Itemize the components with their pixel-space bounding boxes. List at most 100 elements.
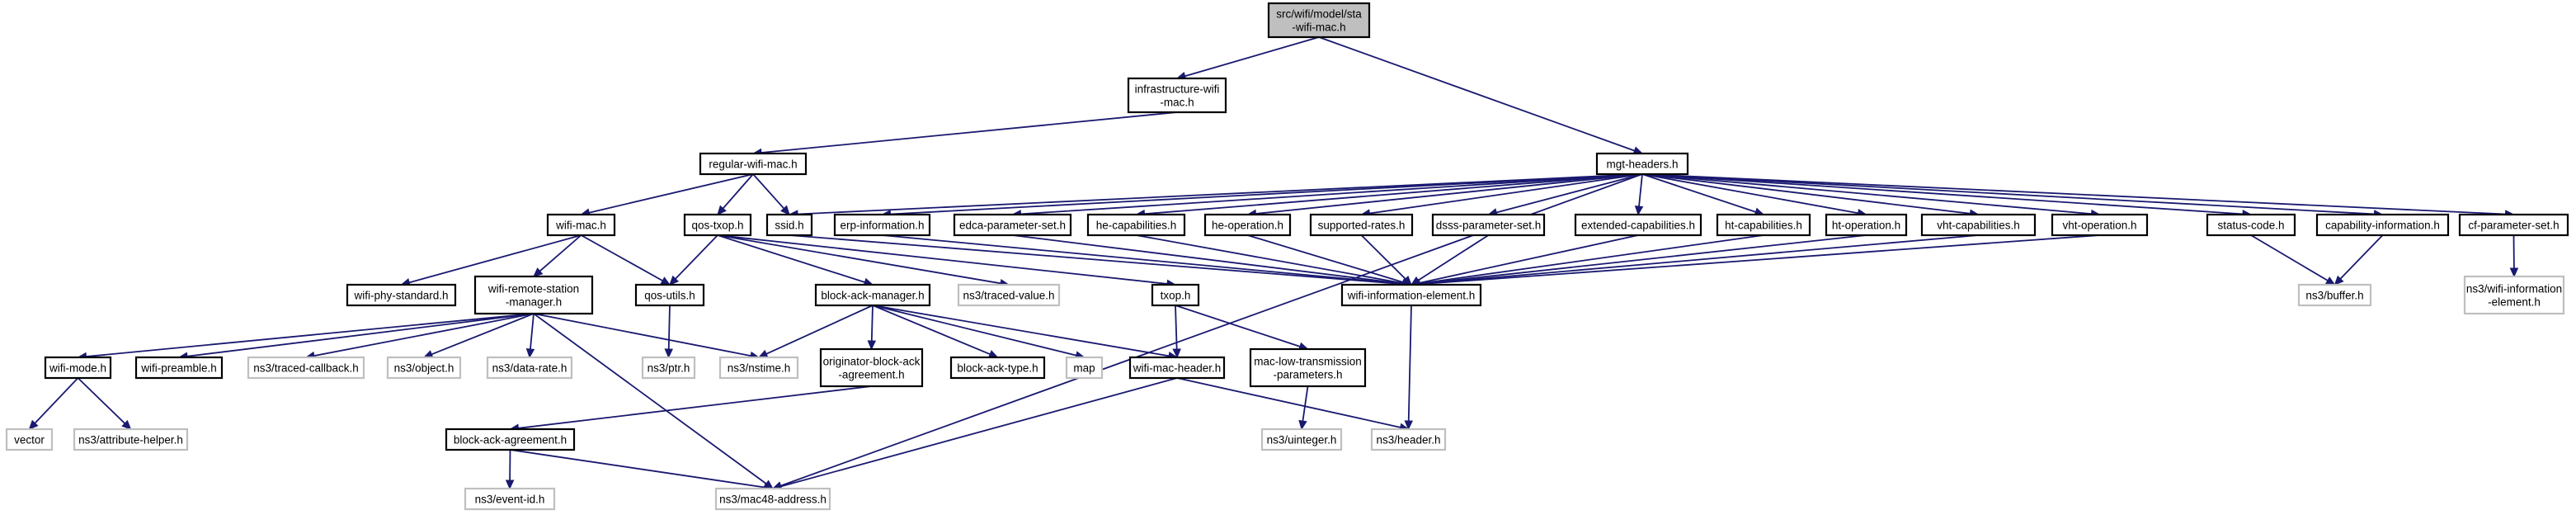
edge-remote-to-object bbox=[431, 313, 535, 356]
node-ssid-box bbox=[765, 213, 813, 237]
edge-machdr-to-mac48 bbox=[780, 377, 1178, 488]
node-map: map bbox=[1065, 356, 1104, 380]
arrowhead-wifimode-to-attrhelper bbox=[121, 419, 132, 430]
node-qostxop-box bbox=[683, 213, 752, 237]
node-heop-label: he-operation.h bbox=[1212, 220, 1283, 232]
edge-wie-to-header bbox=[1407, 305, 1412, 422]
node-wie[interactable]: wifi-information-element.h bbox=[1340, 283, 1482, 307]
node-edca[interactable]: edca-parameter-set.h bbox=[953, 213, 1072, 237]
edge-remote-to-wifimode bbox=[86, 313, 535, 357]
arrowhead-wifimac-to-qosutils bbox=[660, 276, 671, 286]
node-tracedcb-box bbox=[247, 356, 365, 380]
node-status-label: status-code.h bbox=[2217, 220, 2284, 232]
arrowhead-suprates-to-wie bbox=[1401, 275, 1412, 286]
node-capinfo-box bbox=[2315, 213, 2450, 237]
node-mgt[interactable]: mgt-headers.h bbox=[1595, 152, 1689, 176]
edge-infra-to-regular bbox=[761, 111, 1178, 154]
node-infra-label: -mac.h bbox=[1160, 97, 1194, 109]
edge-txop-to-maclow bbox=[1175, 305, 1301, 347]
node-ptr-label: ns3/ptr.h bbox=[648, 362, 690, 375]
edge-remote-to-preamble bbox=[186, 313, 535, 357]
node-htop[interactable]: ht-operation.h bbox=[1825, 213, 1908, 237]
node-erp-label: erp-information.h bbox=[840, 220, 924, 232]
node-uinteger-label: ns3/uinteger.h bbox=[1267, 434, 1337, 446]
node-buffer-label: ns3/buffer.h bbox=[2305, 290, 2363, 302]
arrowhead-regular-to-ssid bbox=[780, 205, 790, 215]
node-obaa-label: -agreement.h bbox=[838, 369, 904, 381]
node-header-label: ns3/header.h bbox=[1376, 434, 1440, 446]
node-hecap[interactable]: he-capabilities.h bbox=[1086, 213, 1186, 237]
node-qostxop[interactable]: qos-txop.h bbox=[683, 213, 752, 237]
edge-qosutils-to-ptr bbox=[667, 305, 671, 350]
node-edca-label: edca-parameter-set.h bbox=[959, 220, 1066, 232]
node-wie-box bbox=[1340, 283, 1482, 307]
node-htcap[interactable]: ht-capabilities.h bbox=[1716, 213, 1811, 237]
edge-sta-to-infra bbox=[1184, 36, 1320, 78]
node-capinfo[interactable]: capability-information.h bbox=[2315, 213, 2450, 237]
node-erp-box bbox=[833, 213, 931, 237]
node-map-label: map bbox=[1073, 362, 1095, 375]
edge-qostxop-to-bam bbox=[717, 234, 865, 283]
edge-mgt-to-capinfo bbox=[1641, 173, 2375, 215]
node-phystd[interactable]: wifi-phy-standard.h bbox=[346, 283, 457, 307]
node-eventid-label: ns3/event-id.h bbox=[475, 494, 545, 506]
node-dsss[interactable]: dsss-parameter-set.h bbox=[1431, 213, 1546, 237]
node-extcap-box bbox=[1574, 213, 1702, 237]
node-regular[interactable]: regular-wifi-mac.h bbox=[699, 152, 808, 176]
node-cfparam[interactable]: cf-parameter-set.h bbox=[2458, 213, 2569, 237]
node-batype-label: block-ack-type.h bbox=[957, 362, 1038, 375]
arrowhead-bam-to-obaa bbox=[867, 340, 877, 351]
node-maclow[interactable]: mac-low-transmission-parameters.h bbox=[1249, 347, 1367, 388]
edge-remote-to-nstime bbox=[533, 313, 751, 357]
edge-mgt-to-vhtcap bbox=[1641, 173, 1971, 215]
edge-sta-to-mgt bbox=[1318, 36, 1635, 152]
node-heop[interactable]: he-operation.h bbox=[1203, 213, 1292, 237]
node-remote[interactable]: wifi-remote-station-manager.h bbox=[473, 275, 594, 315]
node-wifimode[interactable]: wifi-mode.h bbox=[44, 356, 112, 380]
node-dsss-label: dsss-parameter-set.h bbox=[1436, 220, 1542, 232]
node-suprates[interactable]: supported-rates.h bbox=[1309, 213, 1414, 237]
node-sta[interactable]: src/wifi/model/sta-wifi-mac.h bbox=[1267, 2, 1371, 39]
node-edca-box bbox=[953, 213, 1072, 237]
node-buffer-box bbox=[2297, 283, 2372, 307]
node-preamble-box bbox=[134, 356, 224, 380]
edge-heop-to-wie bbox=[1247, 234, 1404, 283]
node-mac48-label: ns3/mac48-address.h bbox=[719, 494, 826, 506]
edge-mgt-to-htop bbox=[1641, 173, 1858, 215]
node-txop[interactable]: txop.h bbox=[1151, 283, 1200, 307]
node-vhtcap[interactable]: vht-capabilities.h bbox=[1920, 213, 2037, 237]
node-qosutils[interactable]: qos-utils.h bbox=[634, 283, 705, 307]
edge-mgt-to-extcap bbox=[1638, 173, 1643, 207]
node-baa-box bbox=[445, 428, 576, 451]
node-extcap[interactable]: extended-capabilities.h bbox=[1574, 213, 1702, 237]
node-bam[interactable]: block-ack-manager.h bbox=[814, 283, 931, 307]
edge-hecap-to-wie bbox=[1136, 234, 1404, 285]
node-erp[interactable]: erp-information.h bbox=[833, 213, 931, 237]
node-status[interactable]: status-code.h bbox=[2206, 213, 2296, 237]
node-phystd-box bbox=[346, 283, 457, 307]
edge-mgt-to-htcap bbox=[1641, 173, 1756, 213]
node-vhtop[interactable]: vht-operation.h bbox=[2051, 213, 2149, 237]
node-tracedvalue: ns3/traced-value.h bbox=[957, 283, 1061, 307]
node-obaa[interactable]: originator-block-ack-agreement.h bbox=[819, 347, 924, 388]
node-infra[interactable]: infrastructure-wifi-mac.h bbox=[1127, 77, 1227, 114]
node-remote-box bbox=[473, 275, 594, 315]
node-baa[interactable]: block-ack-agreement.h bbox=[445, 428, 576, 451]
node-nstime: ns3/nstime.h bbox=[718, 356, 799, 380]
edge-qostxop-to-tracedvalue bbox=[717, 234, 1001, 285]
node-wifimac[interactable]: wifi-mac.h bbox=[546, 213, 616, 237]
node-preamble[interactable]: wifi-preamble.h bbox=[134, 356, 224, 380]
node-tracedcb: ns3/traced-callback.h bbox=[247, 356, 365, 380]
edge-bam-to-nstime bbox=[765, 305, 874, 355]
node-machdr-box bbox=[1128, 356, 1226, 380]
node-batype[interactable]: block-ack-type.h bbox=[949, 356, 1046, 380]
node-machdr[interactable]: wifi-mac-header.h bbox=[1128, 356, 1226, 380]
node-vhtop-box bbox=[2051, 213, 2149, 237]
edge-mgt-to-ssid bbox=[797, 173, 1643, 215]
node-suprates-label: supported-rates.h bbox=[1318, 220, 1406, 232]
node-ssid[interactable]: ssid.h bbox=[765, 213, 813, 237]
node-obaa-label: originator-block-ack bbox=[823, 356, 921, 368]
node-object-box bbox=[386, 356, 462, 380]
edge-vhtcap-to-wie bbox=[1419, 234, 1979, 286]
